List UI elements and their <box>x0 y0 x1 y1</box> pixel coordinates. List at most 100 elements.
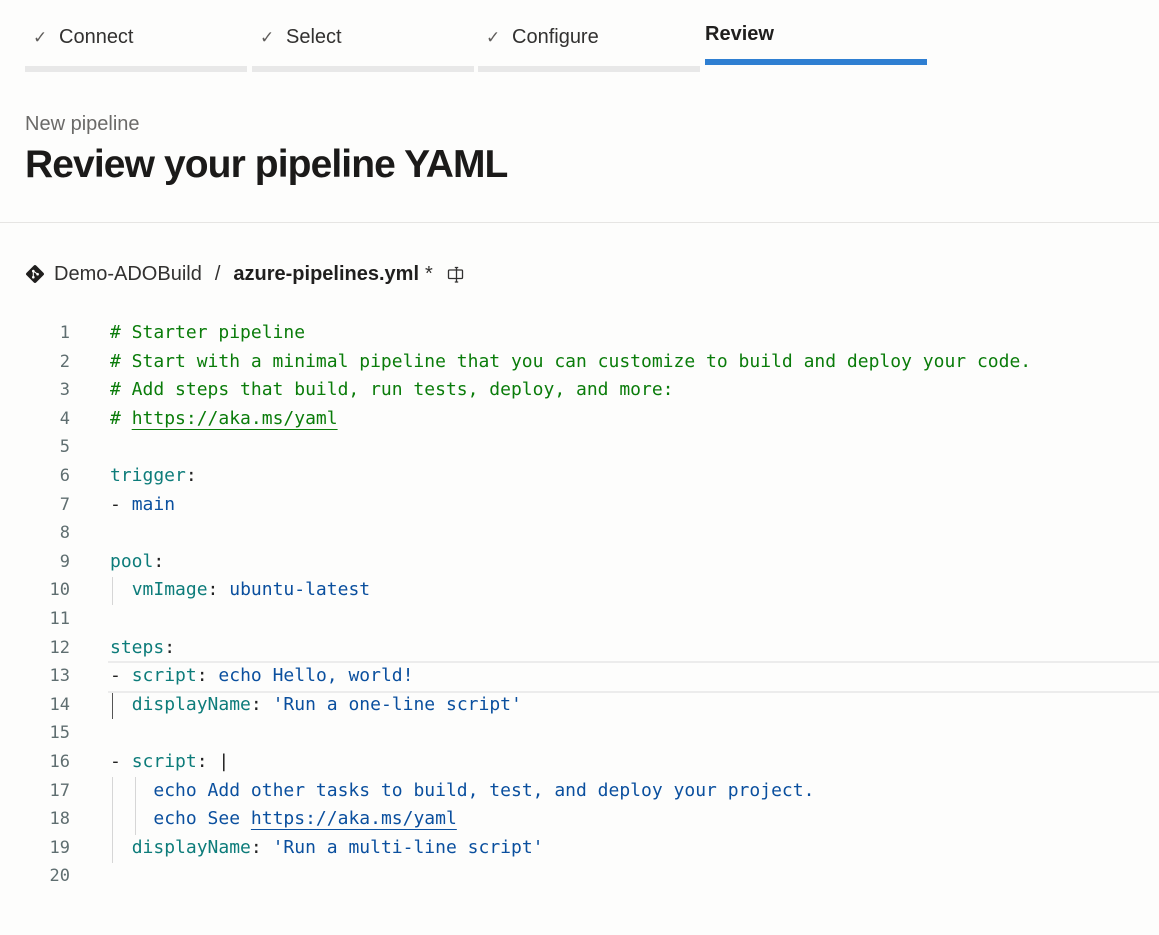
step-label: Review <box>705 23 774 45</box>
code-line: 5 <box>0 433 1159 462</box>
yaml-key: pool <box>110 550 154 572</box>
yaml-key: steps <box>110 636 165 658</box>
code-comment: # Start with a minimal pipeline that you… <box>110 350 1032 372</box>
code-line: 15 <box>0 719 1159 748</box>
yaml-key: displayName <box>131 836 251 858</box>
code-line: 11 <box>0 605 1159 634</box>
code-line: 20 <box>0 862 1159 891</box>
header-divider <box>0 222 1159 223</box>
code-comment: # <box>110 407 132 429</box>
unsaved-marker: * <box>425 262 433 285</box>
yaml-colon: : <box>250 836 273 858</box>
yaml-editor[interactable]: 1 # Starter pipeline 2 # Start with a mi… <box>0 319 1159 899</box>
yaml-colon: : <box>196 751 219 772</box>
check-icon: ✓ <box>33 28 48 47</box>
code-line: 12 steps: <box>0 634 1159 663</box>
wizard-steps: ✓ Connect ✓ Select ✓ Configure Review <box>25 0 1159 75</box>
indent-guide <box>112 691 113 719</box>
indent-guide <box>112 577 113 605</box>
yaml-colon: : <box>196 665 219 687</box>
yaml-dash: - <box>110 493 132 515</box>
line-number: 18 <box>49 809 70 830</box>
step-connect[interactable]: ✓ Connect <box>25 0 247 72</box>
yaml-colon: : <box>185 465 197 486</box>
file-name: azure-pipelines.yml <box>233 262 420 285</box>
step-label: Select <box>286 26 342 48</box>
line-number: 7 <box>59 494 70 515</box>
repo-link[interactable]: Demo-ADOBuild <box>54 262 202 285</box>
line-number: 1 <box>59 323 70 343</box>
line-number: 8 <box>59 523 70 544</box>
line-number: 2 <box>59 351 70 372</box>
yaml-dash: - <box>110 665 132 687</box>
line-number: 5 <box>59 437 70 458</box>
step-progress-bar <box>252 66 474 72</box>
yaml-key: script <box>131 665 197 687</box>
line-number: 10 <box>49 580 70 601</box>
code-line: 6 trigger: <box>0 462 1159 491</box>
indent-guide <box>112 777 113 863</box>
line-number: 6 <box>59 466 70 486</box>
step-select[interactable]: ✓ Select <box>252 0 474 72</box>
yaml-key: displayName <box>131 693 251 715</box>
code-line: 3 # Add steps that build, run tests, dep… <box>0 376 1159 405</box>
code-line: 18 echo See https://aka.ms/yaml <box>0 805 1159 834</box>
check-icon: ✓ <box>486 28 501 47</box>
code-line: 8 <box>0 519 1159 548</box>
page-title: Review your pipeline YAML <box>25 143 508 186</box>
step-progress-bar-active <box>705 59 927 65</box>
yaml-value: echo See <box>153 808 251 830</box>
code-line: 9 pool: <box>0 548 1159 577</box>
yaml-docs-link[interactable]: https://aka.ms/yaml <box>250 808 457 830</box>
yaml-value: 'Run a multi-line script' <box>272 836 544 858</box>
yaml-colon: : <box>164 636 176 658</box>
code-line: 14 displayName: 'Run a one-line script' <box>0 691 1159 720</box>
yaml-key: trigger <box>110 465 186 486</box>
yaml-block-indicator: | <box>218 751 230 772</box>
code-line: 1 # Starter pipeline <box>0 319 1159 348</box>
yaml-dash: - <box>110 751 132 772</box>
code-line: 2 # Start with a minimal pipeline that y… <box>0 348 1159 377</box>
rename-icon[interactable] <box>447 265 466 284</box>
line-number: 20 <box>49 866 70 887</box>
step-configure[interactable]: ✓ Configure <box>478 0 700 72</box>
code-line: 7 - main <box>0 491 1159 520</box>
code-comment: # Add steps that build, run tests, deplo… <box>110 379 674 401</box>
code-line: 19 displayName: 'Run a multi-line script… <box>0 834 1159 863</box>
line-number: 14 <box>49 694 70 715</box>
yaml-docs-link[interactable]: https://aka.ms/yaml <box>131 407 338 429</box>
step-review[interactable]: Review <box>705 0 927 72</box>
yaml-colon: : <box>207 579 230 601</box>
yaml-key: script <box>131 751 197 772</box>
line-number: 17 <box>49 780 70 801</box>
line-number: 9 <box>59 551 70 572</box>
yaml-colon: : <box>153 550 165 572</box>
step-label: Connect <box>59 26 134 48</box>
line-number: 15 <box>49 723 70 744</box>
check-icon: ✓ <box>260 28 275 47</box>
step-progress-bar <box>25 66 247 72</box>
code-line: 17 echo Add other tasks to build, test, … <box>0 777 1159 806</box>
yaml-value: main <box>131 493 176 515</box>
code-line: 10 vmImage: ubuntu-latest <box>0 576 1159 605</box>
yaml-key: vmImage <box>131 579 208 601</box>
line-number: 11 <box>49 609 70 629</box>
yaml-value: echo Add other tasks to build, test, and… <box>153 779 815 801</box>
code-line: 4 # https://aka.ms/yaml <box>0 405 1159 434</box>
line-number: 3 <box>59 380 70 401</box>
step-label: Configure <box>512 26 599 48</box>
git-icon <box>25 264 45 284</box>
page-eyebrow: New pipeline <box>25 113 140 135</box>
code-line: 16 - script: | <box>0 748 1159 777</box>
line-number: 19 <box>49 837 70 858</box>
code-line-current: 13 - script: echo Hello, world! <box>0 661 1159 694</box>
step-progress-bar <box>478 66 700 72</box>
line-number: 4 <box>59 408 70 429</box>
yaml-value: 'Run a one-line script' <box>272 693 522 715</box>
yaml-value: ubuntu-latest <box>229 579 371 601</box>
current-line-highlight <box>108 661 1159 694</box>
indent-guide <box>135 777 136 835</box>
line-number: 13 <box>49 666 70 687</box>
yaml-colon: : <box>250 693 273 715</box>
breadcrumb-separator: / <box>214 262 221 285</box>
